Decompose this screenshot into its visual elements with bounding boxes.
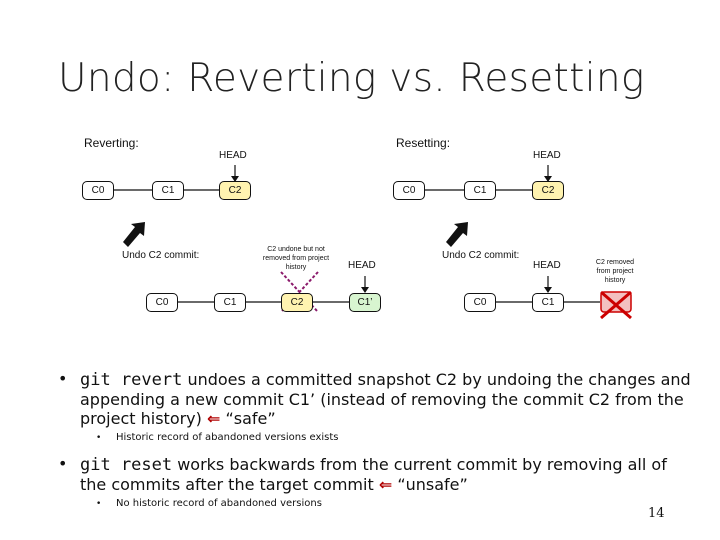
commit-c2-revert-bottom: C2 bbox=[281, 293, 313, 312]
undo-label-revert: Undo C2 commit: bbox=[122, 250, 200, 261]
commit-c1-reset-top: C1 bbox=[464, 181, 496, 200]
bullet-dot-icon: • bbox=[58, 454, 68, 473]
sub-bullet-revert: • Historic record of abandoned versions … bbox=[58, 431, 698, 445]
unsafe-tag: “unsafe” bbox=[397, 475, 468, 494]
commit-c0-reset-top: C0 bbox=[393, 181, 425, 200]
down-arrow-reset bbox=[446, 222, 468, 247]
command-reset: git reset bbox=[80, 455, 173, 475]
resetting-heading: Resetting: bbox=[396, 136, 451, 150]
diagram-lines bbox=[114, 165, 632, 320]
safe-tag: “safe” bbox=[225, 409, 276, 428]
head-arrowhead-reset-bottom bbox=[544, 287, 552, 293]
commit-c1-revert-bottom: C1 bbox=[214, 293, 246, 312]
sub-bullet-dot-icon: • bbox=[96, 433, 102, 443]
sub-bullet-revert-text: Historic record of abandoned versions ex… bbox=[116, 432, 339, 443]
revert-reset-diagram: Reverting: HEAD C0 C1 C2 Undo C2 commit:… bbox=[82, 136, 635, 320]
sub-bullet-reset: • No historic record of abandoned versio… bbox=[58, 497, 698, 511]
head-label-revert-top: HEAD bbox=[219, 150, 247, 161]
bullet-reset: • git reset works backwards from the cur… bbox=[58, 454, 698, 494]
bullet-revert: • git revert undoes a committed snapshot… bbox=[58, 369, 698, 428]
commit-c1-revert-top: C1 bbox=[152, 181, 184, 200]
commit-c2-revert-top: C2 bbox=[219, 181, 251, 200]
commit-c2-reset-top: C2 bbox=[532, 181, 564, 200]
removed-x-line-2 bbox=[600, 290, 632, 320]
revert-note: C2 undone but not removed from project h… bbox=[262, 246, 330, 271]
head-label-revert-bottom: HEAD bbox=[348, 260, 376, 271]
bullet-dot-icon: • bbox=[58, 369, 68, 388]
commit-c0-revert-top: C0 bbox=[82, 181, 114, 200]
commit-c0-revert-bottom: C0 bbox=[146, 293, 178, 312]
bullet-list: • git revert undoes a committed snapshot… bbox=[58, 369, 698, 511]
sub-bullet-reset-text: No historic record of abandoned versions bbox=[116, 498, 322, 509]
head-label-reset-top: HEAD bbox=[533, 150, 561, 161]
bullet-reset-text: works backwards from the current commit … bbox=[80, 455, 667, 494]
left-arrow-icon: ⇐ bbox=[378, 475, 393, 494]
page-number: 14 bbox=[648, 506, 665, 521]
undo-label-reset: Undo C2 commit: bbox=[442, 250, 520, 261]
bullet-revert-text: undoes a committed snapshot C2 by undoin… bbox=[80, 370, 691, 428]
commit-c1prime-revert-bottom: C1’ bbox=[349, 293, 381, 312]
slide-title: Undo: Reverting vs. Resetting bbox=[58, 56, 645, 101]
head-arrowhead-revert-bottom bbox=[361, 287, 369, 293]
commit-c1-reset-bottom: C1 bbox=[532, 293, 564, 312]
head-label-reset-bottom: HEAD bbox=[533, 260, 561, 271]
reverting-heading: Reverting: bbox=[84, 136, 139, 150]
command-revert: git revert bbox=[80, 370, 183, 390]
commit-c0-reset-bottom: C0 bbox=[464, 293, 496, 312]
head-arrowhead-reset-top bbox=[544, 176, 552, 182]
left-arrow-icon: ⇐ bbox=[206, 409, 221, 428]
reset-note: C2 removed from project history bbox=[595, 259, 635, 284]
head-arrowhead-revert-top bbox=[231, 176, 239, 182]
down-arrow-revert bbox=[123, 222, 145, 247]
sub-bullet-dot-icon: • bbox=[96, 499, 102, 509]
